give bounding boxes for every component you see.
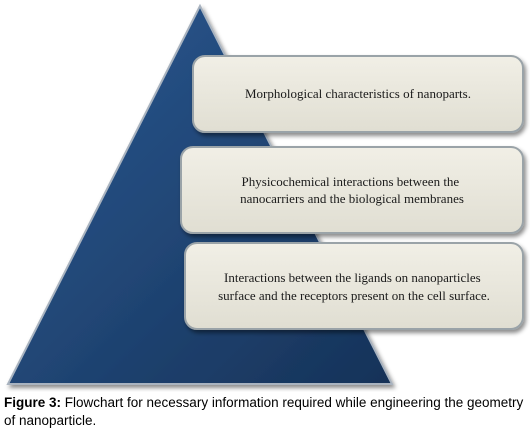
level-box-3-frame: [184, 242, 524, 330]
level-box-1: Morphological characteristics of nanopar…: [192, 55, 524, 133]
figure-caption-label: Figure 3:: [4, 395, 62, 410]
level-box-3-line-1: Interactions between the ligands on nano…: [224, 270, 481, 285]
level-box-3-line-2: surface and the receptors present on the…: [218, 288, 490, 303]
level-box-2-line-2: nanocarriers and the biological membrane…: [240, 191, 464, 206]
level-box-2-frame: [180, 146, 524, 234]
level-box-2: Physicochemical interactions between the…: [180, 146, 524, 234]
level-box-3-text: Interactions between the ligands on nano…: [218, 270, 490, 303]
figure-caption-text: Flowchart for necessary information requ…: [4, 395, 524, 428]
level-box-3: Interactions between the ligands on nano…: [184, 242, 524, 330]
level-box-2-line-1: Physicochemical interactions between the: [242, 174, 460, 189]
level-box-1-line-1: Morphological characteristics of nanopar…: [245, 86, 471, 101]
pyramid-diagram: Morphological characteristics of nanopar…: [6, 3, 524, 385]
level-box-2-text: Physicochemical interactions between the…: [240, 174, 464, 206]
figure-caption: Figure 3: Flowchart for necessary inform…: [4, 394, 526, 430]
level-box-1-frame: [192, 55, 524, 133]
level-box-1-text: Morphological characteristics of nanopar…: [245, 86, 471, 101]
